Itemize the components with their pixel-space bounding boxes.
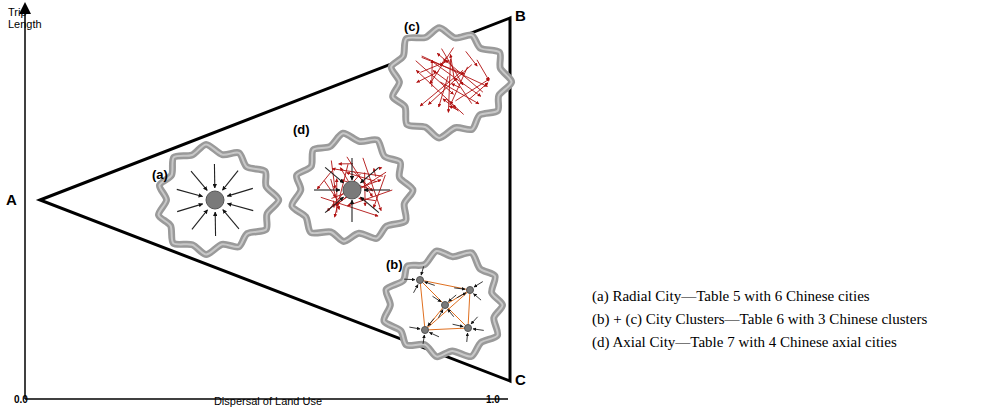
callout-label: (d)	[293, 123, 310, 137]
callout-label: (c)	[404, 20, 420, 34]
city-blob	[391, 28, 511, 138]
tick-label: 1.0	[486, 394, 500, 405]
legend-note: (a) Radial City—Table 5 with 6 Chinese c…	[592, 288, 870, 305]
callout-label: (b)	[386, 258, 403, 272]
city-blob	[292, 133, 413, 241]
axis-title: Dispersal of Land Use	[214, 395, 322, 407]
city-blob	[158, 144, 278, 254]
legend-note: (b) + (c) City Clusters—Table 6 with 3 C…	[592, 311, 927, 328]
point-label: A	[6, 192, 17, 209]
point-label: C	[515, 372, 526, 389]
point-label: B	[515, 8, 526, 25]
tick-label: 0.0	[14, 394, 28, 405]
legend-note: (d) Axial City—Table 7 with 4 Chinese ax…	[592, 334, 897, 351]
callout-label: (a)	[152, 168, 168, 182]
axis-title: Trip Length	[8, 6, 48, 30]
city-blob	[384, 251, 503, 357]
